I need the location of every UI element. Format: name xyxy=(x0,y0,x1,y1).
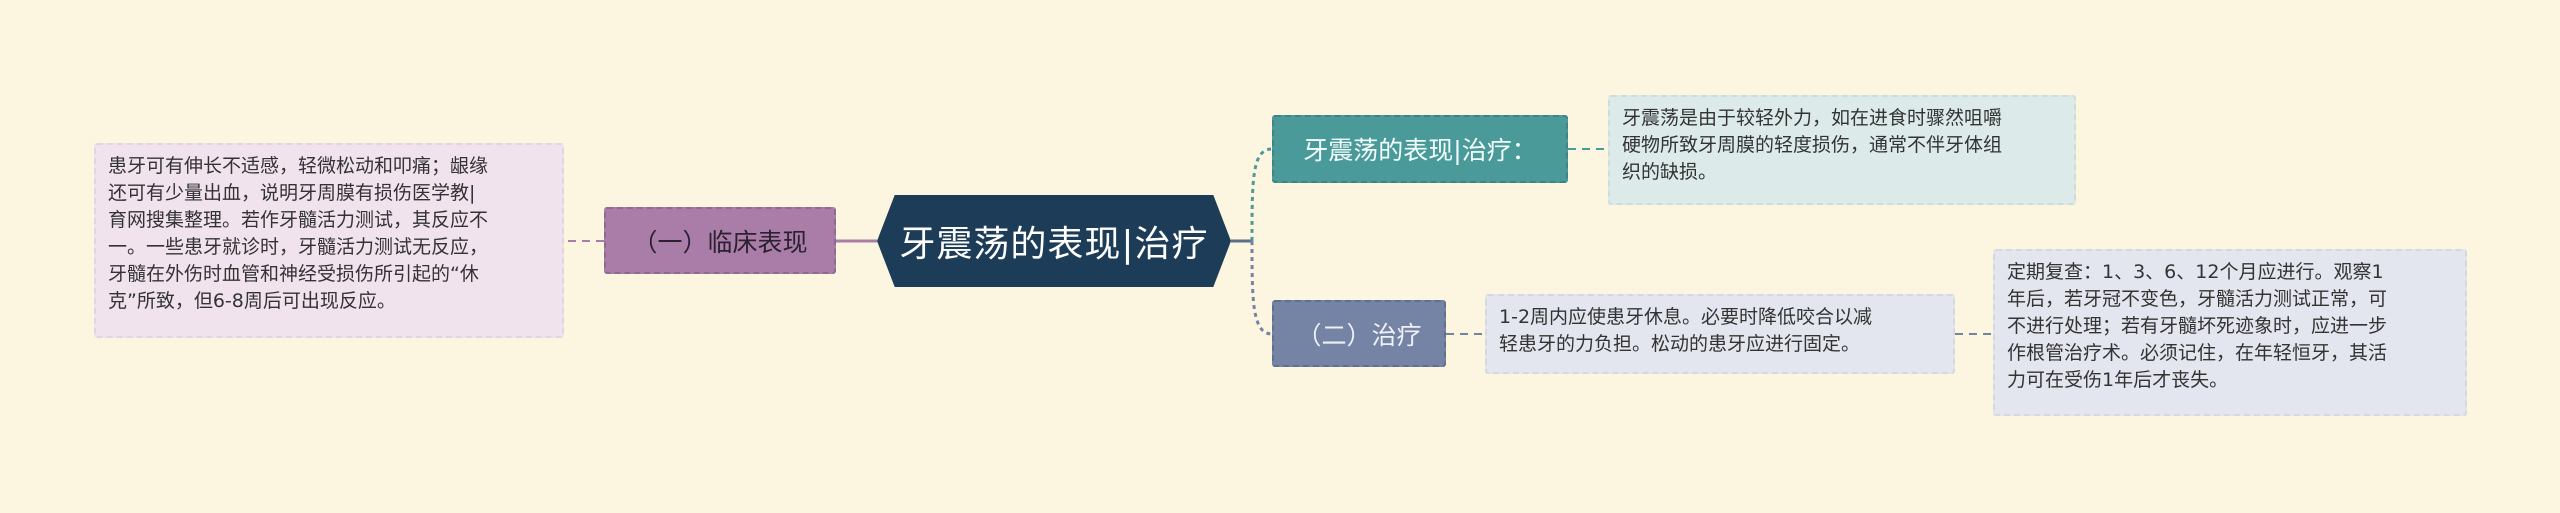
branch-clinical-label: （一）临床表现 xyxy=(632,227,808,257)
leaf-clinical-text[interactable]: 患牙可有伸长不适感，轻微松动和叩痛；龈缘 还可有少量出血，说明牙周膜有损伤医学教… xyxy=(94,143,564,338)
branch-treatment[interactable]: （二）治疗 xyxy=(1272,300,1446,367)
leaf-manifestation-text[interactable]: 牙震荡是由于较轻外力，如在进食时骤然咀嚼 硬物所致牙周膜的轻度损伤，通常不伴牙体… xyxy=(1608,95,2076,205)
central-topic[interactable]: 牙震荡的表现|治疗 xyxy=(877,195,1231,287)
link-right-top xyxy=(1250,147,1273,242)
leaf-review-text[interactable]: 定期复查：1、3、6、12个月应进行。观察1 年后，若牙冠不变色，牙髓活力测试正… xyxy=(1993,249,2467,416)
branch-treatment-label: （二）治疗 xyxy=(1296,320,1422,350)
branch-clinical[interactable]: （一）临床表现 xyxy=(604,207,836,274)
central-topic-label: 牙震荡的表现|治疗 xyxy=(899,224,1209,265)
branch-manifestation[interactable]: 牙震荡的表现|治疗： xyxy=(1272,115,1568,183)
leaf-treatment-text[interactable]: 1-2周内应使患牙休息。必要时降低咬合以减 轻患牙的力负担。松动的患牙应进行固定… xyxy=(1485,294,1955,374)
branch-manifestation-label: 牙震荡的表现|治疗： xyxy=(1303,136,1537,165)
link-right-bottom xyxy=(1250,240,1273,336)
